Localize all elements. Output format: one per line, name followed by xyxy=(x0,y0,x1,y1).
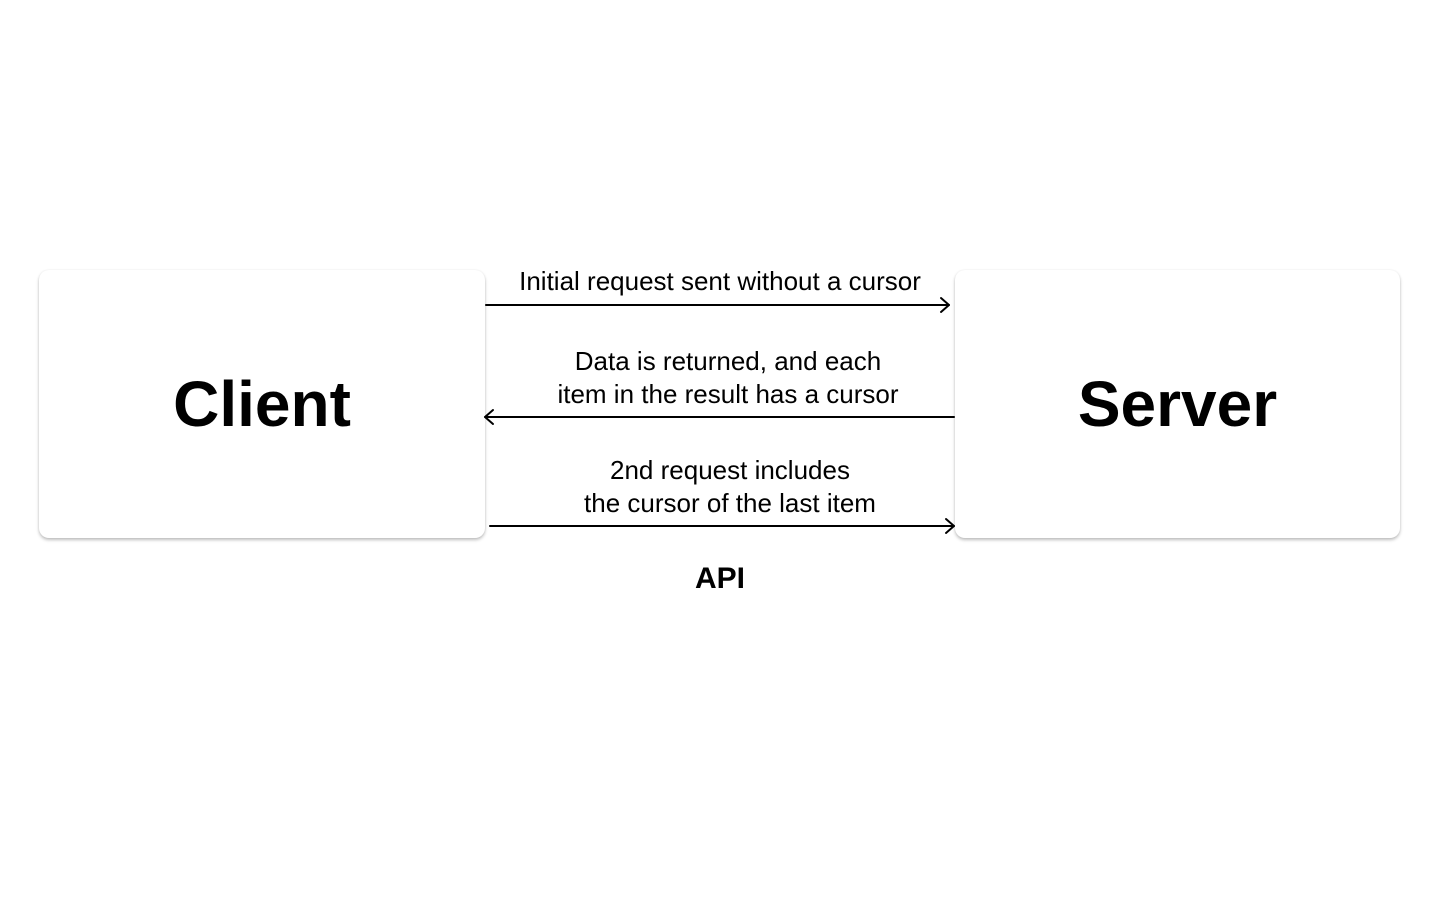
message-line: Initial request sent without a cursor xyxy=(519,266,921,296)
message-line: item in the result has a cursor xyxy=(557,379,899,409)
arrow-initial-request xyxy=(485,297,950,313)
message-line: 2nd request includes xyxy=(610,455,850,485)
message-line: the cursor of the last item xyxy=(584,488,876,518)
client-box: Client xyxy=(39,270,485,538)
server-box: Server xyxy=(955,270,1400,538)
message-second-request: 2nd request includes the cursor of the l… xyxy=(496,454,964,520)
server-label: Server xyxy=(1077,368,1278,440)
message-initial-request: Initial request sent without a cursor xyxy=(486,265,954,298)
api-label: API xyxy=(694,562,745,595)
client-label: Client xyxy=(173,368,351,440)
arrow-second-request xyxy=(489,518,955,534)
message-data-returned: Data is returned, and each item in the r… xyxy=(494,345,962,411)
message-line: Data is returned, and each xyxy=(574,346,882,376)
arrow-data-returned xyxy=(484,409,955,425)
